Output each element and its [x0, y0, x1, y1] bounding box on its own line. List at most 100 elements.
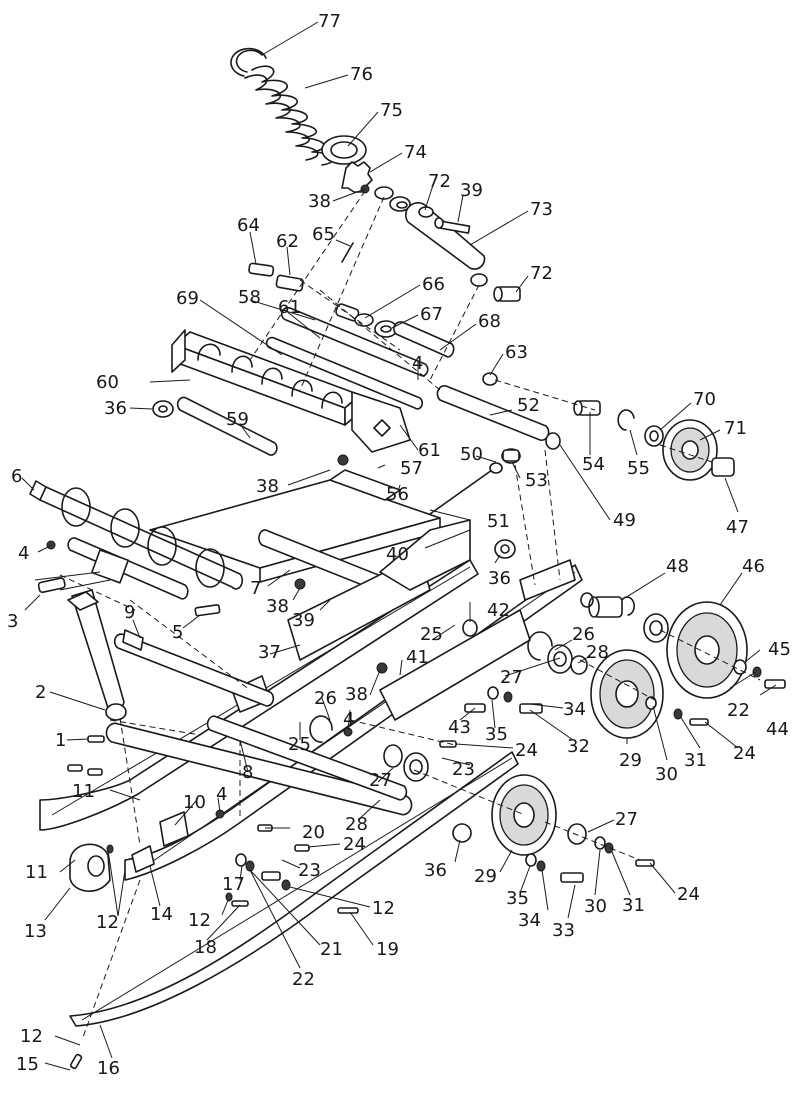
- idler-wheel-71: [662, 419, 718, 481]
- callout-60: 60: [96, 372, 119, 393]
- callout-2: 2: [35, 682, 46, 703]
- callout-73: 73: [530, 199, 553, 220]
- callout-9: 9: [124, 602, 135, 623]
- callout-36: 36: [424, 860, 447, 881]
- callout-29: 29: [619, 750, 642, 771]
- bushing-40-36: [494, 539, 516, 559]
- callout-38: 38: [345, 684, 368, 705]
- shaft-52: [436, 385, 561, 450]
- callout-28: 28: [586, 642, 609, 663]
- callout-51: 51: [487, 511, 510, 532]
- spring-retainer: [230, 47, 267, 77]
- callout-66: 66: [422, 274, 445, 295]
- callout-27: 27: [615, 809, 638, 830]
- callout-24: 24: [515, 740, 538, 761]
- callout-13: 13: [24, 921, 47, 942]
- callout-55: 55: [627, 458, 650, 479]
- callout-56: 56: [386, 484, 409, 505]
- block-10-14: [131, 811, 189, 873]
- block-13: [69, 843, 111, 892]
- callout-36: 36: [104, 398, 127, 419]
- callout-31: 31: [684, 750, 707, 771]
- callout-30: 30: [655, 764, 678, 785]
- callout-26: 26: [572, 624, 595, 645]
- callout-44: 44: [766, 719, 789, 740]
- wheel-46: [666, 601, 748, 699]
- axle-8: [105, 715, 413, 816]
- wheel-29-upper: [590, 649, 664, 739]
- callout-38: 38: [256, 476, 279, 497]
- callout-75: 75: [380, 100, 403, 121]
- upper-crossmember: [171, 306, 429, 453]
- callout-33: 33: [552, 920, 575, 941]
- callout-22: 22: [292, 969, 315, 990]
- circlips: [309, 592, 594, 743]
- callout-22: 22: [727, 700, 750, 721]
- callout-76: 76: [350, 64, 373, 85]
- callout-18: 18: [194, 937, 217, 958]
- callout-1: 1: [55, 730, 66, 751]
- leader-lines: [21, 21, 777, 1071]
- callout-57: 57: [400, 458, 423, 479]
- callout-3: 3: [7, 611, 18, 632]
- callout-7: 7: [250, 578, 261, 599]
- callout-64: 64: [237, 215, 260, 236]
- callout-8: 8: [242, 762, 253, 783]
- callout-46: 46: [742, 556, 765, 577]
- callout-19: 19: [376, 939, 399, 960]
- callout-6: 6: [11, 466, 22, 487]
- spacer-54: [573, 400, 601, 416]
- callout-72: 72: [530, 263, 553, 284]
- shock-rod: [374, 186, 411, 212]
- callout-11: 11: [25, 862, 48, 883]
- callout-47: 47: [726, 517, 749, 538]
- callout-25: 25: [288, 734, 311, 755]
- callout-21: 21: [320, 939, 343, 960]
- callout-27: 27: [369, 770, 392, 791]
- wheel-29-lower: [491, 774, 557, 856]
- callout-43: 43: [448, 717, 471, 738]
- callout-34: 34: [563, 699, 586, 720]
- coil-spring: [244, 65, 334, 166]
- front-arm-main-tube: [29, 469, 441, 590]
- callout-59: 59: [226, 409, 249, 430]
- callout-61: 61: [278, 297, 301, 318]
- lower-front-tube: [67, 537, 189, 600]
- callout-12: 12: [20, 1026, 43, 1047]
- callout-5: 5: [172, 622, 183, 643]
- callout-12: 12: [372, 898, 395, 919]
- bolts-24: [67, 679, 786, 1070]
- callout-38: 38: [308, 191, 331, 212]
- callout-28: 28: [345, 814, 368, 835]
- bolt-39-top: [434, 217, 471, 234]
- callout-17: 17: [222, 874, 245, 895]
- shaft-59: [176, 396, 278, 456]
- callout-24: 24: [677, 884, 700, 905]
- washer-70: [644, 425, 664, 447]
- callout-25: 25: [420, 624, 443, 645]
- callout-34: 34: [518, 910, 541, 931]
- callout-20: 20: [302, 822, 325, 843]
- callout-48: 48: [666, 556, 689, 577]
- callout-72: 72: [428, 171, 451, 192]
- callout-63: 63: [505, 342, 528, 363]
- callout-23: 23: [298, 860, 321, 881]
- shock-arm: [405, 202, 488, 287]
- callout-10: 10: [183, 792, 206, 813]
- callout-65: 65: [312, 224, 335, 245]
- spring-seat: [321, 135, 367, 165]
- callout-70: 70: [693, 389, 716, 410]
- bolt-50-51: [429, 448, 521, 515]
- callout-58: 58: [238, 287, 261, 308]
- pin-3: [34, 571, 111, 594]
- callout-12: 12: [96, 912, 119, 933]
- callout-54: 54: [582, 454, 605, 475]
- circlip-55: [617, 409, 635, 431]
- callout-67: 67: [420, 304, 443, 325]
- callout-24: 24: [733, 743, 756, 764]
- callout-30: 30: [584, 896, 607, 917]
- callout-49: 49: [613, 510, 636, 531]
- callout-45: 45: [768, 639, 791, 660]
